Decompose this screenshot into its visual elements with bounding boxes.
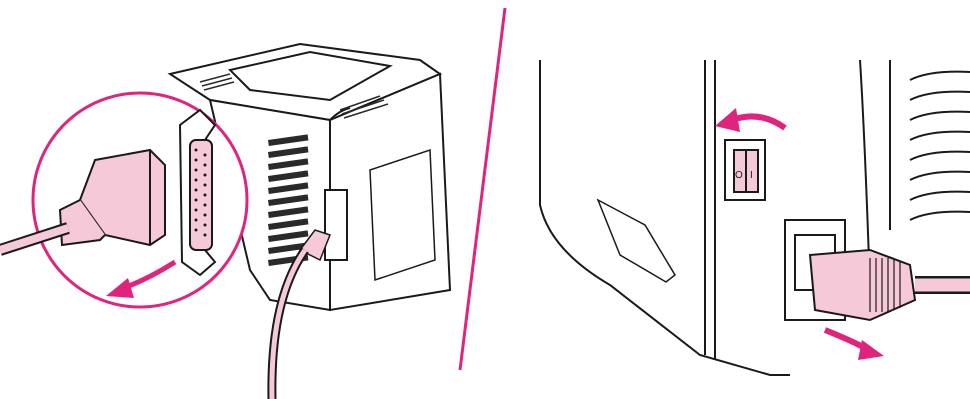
rear-vents (910, 72, 970, 220)
switch-on-mark: I (750, 170, 753, 181)
panel-disconnect-power-cord: O I (470, 0, 970, 399)
switch-off-mark: O (735, 170, 743, 181)
printer-illustration (0, 0, 470, 399)
unplug-arrow-icon (825, 330, 884, 360)
power-illustration: O I (470, 0, 970, 399)
power-switch: O I (725, 140, 765, 200)
printer-port (325, 190, 347, 260)
panel-disconnect-parallel-cable (0, 0, 470, 399)
device-body (540, 60, 890, 375)
power-cord-plug (810, 250, 915, 320)
switch-off-arrow-icon (715, 108, 785, 132)
